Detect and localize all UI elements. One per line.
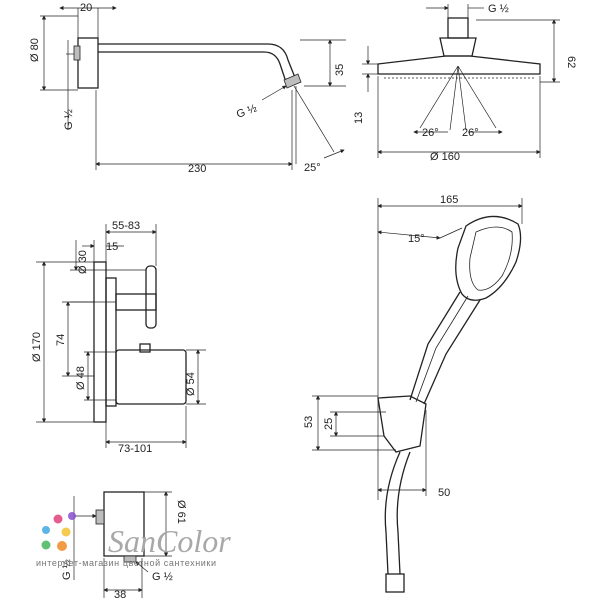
outlet-thread-right-label: G ½ <box>152 571 173 583</box>
head-angle-left-label: 26° <box>422 127 439 139</box>
hand-shower-handle-right <box>423 299 481 405</box>
head-height-62-label: 62 <box>565 56 577 68</box>
watermark-dot <box>61 527 71 537</box>
watermark-tagline: интернет-магазин цветной сантехники <box>36 558 217 568</box>
arm-tube-bottom <box>98 51 287 83</box>
head-angle-right-label: 26° <box>462 127 479 139</box>
thermostat-lever <box>145 265 157 329</box>
head-ball-joint <box>439 37 477 57</box>
watermark-dot <box>41 540 51 550</box>
sancolor-watermark: SanColor интернет-магазин цветной сантех… <box>36 512 231 568</box>
outlet-diameter-label: Ø 61 <box>175 500 187 524</box>
head-connector <box>447 17 469 39</box>
thermostat-diameter-30-label: Ø 30 <box>77 250 89 274</box>
thermostat-handle <box>115 349 187 405</box>
hand-shower-head <box>455 215 522 301</box>
outlet-thread-left-label: G ½ <box>61 559 73 580</box>
thermostat-handle-cap <box>139 343 151 353</box>
watermark-dot <box>42 526 50 534</box>
thermostat-depth-73-label: 73-101 <box>118 443 152 455</box>
thermostat-offset-label: 15 <box>106 241 118 253</box>
thermostat-view <box>36 224 206 448</box>
overhead-shower-view <box>362 4 560 158</box>
outlet-thread-right <box>123 555 137 563</box>
watermark-dot <box>57 541 67 551</box>
thermostat-spacing-label: 74 <box>55 334 67 346</box>
hose-connector <box>385 573 405 593</box>
hand-shower-handle-left <box>409 291 461 401</box>
hand-height-53-label: 53 <box>303 416 315 428</box>
watermark-dot <box>68 512 76 520</box>
thermostat-stop-valve <box>115 293 157 311</box>
arm-angle-label: 25° <box>304 162 321 174</box>
thermostat-cover-plate <box>93 261 107 423</box>
arm-outlet-thread <box>283 73 302 89</box>
arm-wall-flange <box>77 37 99 89</box>
hand-shower-view <box>312 198 523 593</box>
outlet-depth-label: 38 <box>114 589 126 600</box>
hand-angle-label: 15° <box>408 233 425 245</box>
head-diameter-label: Ø 160 <box>430 151 460 163</box>
thermostat-diameter-54-label: Ø 54 <box>185 372 197 396</box>
arm-length-label: 230 <box>188 163 206 175</box>
hand-height-25-label: 25 <box>323 418 335 430</box>
hose-right <box>396 451 411 575</box>
thermostat-diameter-48-label: Ø 48 <box>75 366 87 390</box>
arm-width-label: 20 <box>80 2 92 14</box>
hand-offset-label: 50 <box>438 487 450 499</box>
arm-thread-left-label: G ½ <box>63 109 75 130</box>
thermostat-plate-edge <box>105 277 117 407</box>
thermostat-depth-label: 55-83 <box>112 220 140 232</box>
thermostat-height-label: Ø 170 <box>31 332 43 362</box>
arm-diameter-label: Ø 80 <box>29 38 41 62</box>
hose-left <box>384 451 401 575</box>
watermark-brand: SanColor <box>108 523 231 559</box>
outlet-thread-left <box>95 509 105 525</box>
wall-outlet-view <box>73 491 172 598</box>
hand-width-label: 165 <box>440 194 458 206</box>
watermark-dot <box>53 514 63 524</box>
arm-thread-right-label: G ½ <box>235 102 259 120</box>
arm-tube-top <box>98 43 297 81</box>
arm-drop-label: 35 <box>334 64 346 76</box>
hand-shower-holder <box>377 395 427 453</box>
head-height-13-label: 13 <box>353 112 365 124</box>
shower-arm-view <box>40 5 346 170</box>
arm-thread-stub <box>73 45 81 61</box>
head-thread-label: G ½ <box>488 3 509 15</box>
